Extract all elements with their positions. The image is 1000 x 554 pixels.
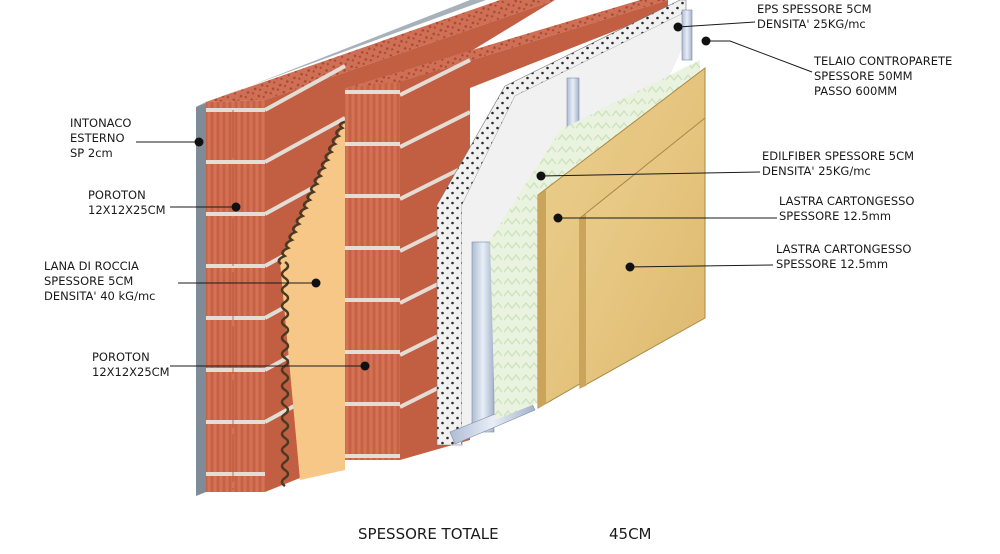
callout-poroton-inner-line-1: POROTON — [92, 350, 150, 364]
callout-edilfiber-label: EDILFIBER SPESSORE 5CM DENSITA' 25KG/mc — [762, 149, 914, 179]
rockwool-front-wavy-edge — [280, 260, 290, 488]
callout-eps-marker-dot — [673, 22, 683, 32]
callout-intonaco-marker-dot — [194, 137, 204, 147]
callout-edilfiber-marker-dot — [536, 171, 546, 181]
callout-cartongesso-1-label: LASTRA CARTONGESSO SPESSORE 12.5mm — [779, 194, 914, 224]
callout-eps-leader-line — [677, 21, 756, 28]
callout-cartongesso-1-marker-dot — [553, 213, 563, 223]
callout-cartongesso-2-line-1: LASTRA CARTONGESSO — [776, 242, 912, 256]
steel-stud-front — [471, 241, 495, 433]
callout-poroton-inner-marker-dot — [360, 361, 370, 371]
callout-edilfiber-line-1: EDILFIBER SPESSORE 5CM — [762, 149, 915, 163]
callout-lana-line-1: LANA DI ROCCIA — [44, 259, 139, 273]
total-thickness-label: SPESSORE TOTALE — [358, 525, 499, 543]
callout-telaio-line-2: SPESSORE 50MM — [814, 69, 913, 83]
callout-lana-label: LANA DI ROCCIA SPESSORE 5CM DENSITA' 40 … — [44, 259, 156, 304]
outer-brick-side-mortar-joint — [264, 64, 346, 112]
total-thickness-value: 45CM — [609, 525, 652, 543]
inner-brick-top — [345, 0, 668, 88]
callout-poroton-outer-label: POROTON 12X12X25CM — [88, 188, 166, 218]
callout-eps-line-1: EPS SPESSORE 5CM — [757, 2, 872, 16]
callout-intonaco-line-3: SP 2cm — [70, 146, 113, 160]
callout-cartongesso-1-line-1: LASTRA CARTONGESSO — [779, 194, 915, 208]
inner-brick-side-mortar-joint — [399, 58, 471, 97]
outer-brick-top — [206, 0, 555, 102]
callout-poroton-inner-line-2: 12X12X25CM — [92, 365, 170, 379]
steel-stud-top — [681, 9, 693, 61]
callout-cartongesso-1-line-2: SPESSORE 12.5mm — [779, 209, 892, 223]
callout-intonaco-line-1: INTONACO — [70, 116, 132, 130]
callout-cartongesso-2-line-2: SPESSORE 12.5mm — [776, 257, 889, 271]
callout-telaio-label: TELAIO CONTROPARETE SPESSORE 50MM PASSO … — [814, 54, 952, 99]
callout-lana-line-2: SPESSORE 5CM — [44, 274, 134, 288]
callout-poroton-outer-line-2: 12X12X25CM — [88, 203, 166, 217]
callout-eps-label: EPS SPESSORE 5CM DENSITA' 25KG/mc — [757, 2, 872, 32]
callout-poroton-inner-label: POROTON 12X12X25CM — [92, 350, 170, 380]
callout-intonaco-line-2: ESTERNO — [70, 131, 125, 145]
gypsum-board-1-edge — [538, 190, 546, 408]
rockwool-face — [280, 120, 345, 480]
callout-telaio-leader-line — [706, 40, 813, 73]
callout-edilfiber-leader-line — [540, 171, 761, 177]
outer-brick-front — [206, 100, 265, 492]
callout-lana-marker-dot — [311, 278, 321, 288]
callout-intonaco-label: INTONACO ESTERNO SP 2cm — [70, 116, 131, 161]
callout-telaio-marker-dot — [701, 36, 711, 46]
callout-poroton-outer-marker-dot — [231, 202, 241, 212]
callout-lana-line-3: DENSITA' 40 kG/mc — [44, 289, 156, 303]
inner-brick-side-mortar-joint — [399, 110, 471, 149]
callout-telaio-line-1: TELAIO CONTROPARETE — [814, 54, 953, 68]
callout-cartongesso-2-label: LASTRA CARTONGESSO SPESSORE 12.5mm — [776, 242, 911, 272]
rockwool-top-wavy-edge — [277, 120, 346, 266]
outer-brick-side-mortar-joint — [264, 116, 346, 164]
callout-cartongesso-2-marker-dot — [625, 262, 635, 272]
callout-edilfiber-line-2: DENSITA' 25KG/mc — [762, 164, 871, 178]
callout-cartongesso-2-leader-line — [629, 264, 774, 268]
callout-telaio-line-3: PASSO 600MM — [814, 84, 898, 98]
callout-eps-line-2: DENSITA' 25KG/mc — [757, 17, 866, 31]
gypsum-board-2-edge — [580, 214, 586, 388]
outer-plaster-face — [196, 102, 206, 496]
callout-poroton-outer-line-1: POROTON — [88, 188, 146, 202]
